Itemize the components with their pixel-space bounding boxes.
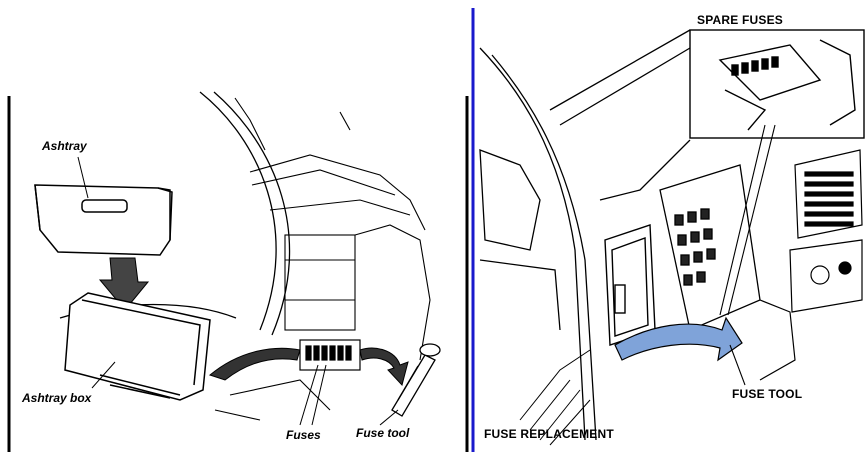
fuse-panel-cover: [605, 225, 655, 345]
fuse-block: [300, 340, 360, 370]
ashtray-box-drawing: [65, 293, 210, 400]
label-ashtray: Ashtray: [42, 140, 87, 152]
label-spare-fuses: SPARE FUSES: [697, 14, 783, 26]
door-frame: [480, 30, 690, 440]
vent-grille: [795, 150, 862, 238]
spare-fuses-inset: [690, 30, 864, 138]
label-fuse-replacement: FUSE REPLACEMENT: [484, 428, 614, 440]
label-ashtray-box: Ashtray box: [22, 392, 91, 404]
label-fuse-tool-right: FUSE TOOL: [732, 388, 802, 400]
label-fuses: Fuses: [286, 429, 321, 441]
dash-controls: [760, 240, 862, 380]
ashtray-drawing: [35, 185, 172, 255]
label-fuse-tool: Fuse tool: [356, 427, 409, 439]
